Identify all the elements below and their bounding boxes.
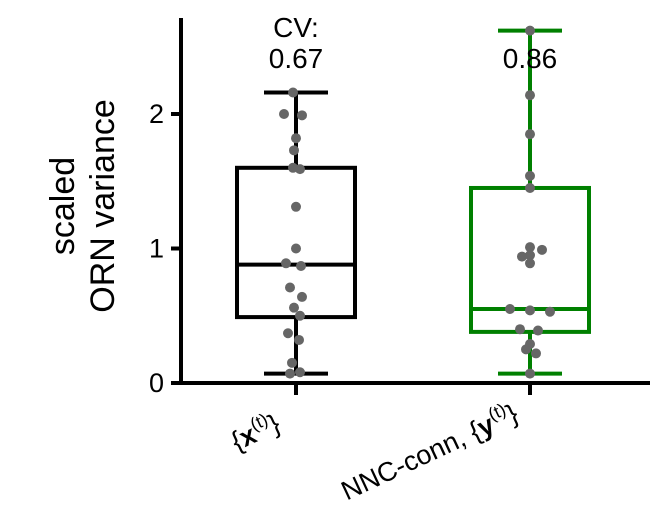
data-point-0-13 — [289, 302, 299, 313]
data-point-0-6 — [295, 164, 305, 175]
cv-value-1: 0.86 — [503, 43, 558, 74]
data-point-0-9 — [281, 258, 291, 269]
data-point-0-19 — [285, 368, 295, 379]
data-point-0-3 — [291, 133, 301, 144]
data-point-0-4 — [289, 145, 299, 156]
data-point-0-17 — [287, 357, 297, 368]
box-0 — [235, 165, 357, 320]
data-point-1-13 — [515, 324, 525, 335]
y-tick-label-1: 1 — [149, 234, 164, 264]
data-point-0-15 — [283, 328, 293, 339]
data-point-0-11 — [285, 282, 295, 293]
data-point-1-10 — [505, 304, 515, 315]
cv-value-0: 0.67 — [269, 43, 324, 74]
data-point-1-14 — [533, 325, 543, 336]
data-point-0-16 — [294, 334, 304, 345]
y-axis-label-line-2: ORN variance — [84, 99, 122, 313]
x-category-label-1: NNC-conn, {y(t)} — [335, 396, 522, 507]
data-point-1-1 — [525, 90, 535, 101]
y-tick-label-0: 0 — [149, 368, 164, 398]
data-point-0-14 — [295, 310, 305, 321]
data-point-1-18 — [525, 368, 535, 379]
data-point-0-1 — [279, 109, 289, 119]
data-point-0-0 — [288, 87, 298, 98]
data-point-1-12 — [545, 306, 555, 317]
data-point-1-3 — [525, 170, 535, 181]
data-point-1-9 — [525, 258, 535, 269]
data-point-0-18 — [295, 367, 305, 378]
data-point-1-11 — [525, 305, 535, 316]
y-axis-label-line-1: scaled — [44, 157, 82, 255]
data-point-0-8 — [291, 243, 301, 254]
data-point-1-7 — [525, 250, 535, 261]
data-point-1-16 — [521, 344, 531, 355]
y-tick-label-2: 2 — [149, 99, 164, 129]
data-point-1-4 — [525, 182, 535, 193]
data-point-1-6 — [537, 244, 547, 255]
data-point-1-5 — [525, 242, 535, 253]
data-point-0-7 — [291, 201, 301, 212]
data-point-1-8 — [517, 251, 527, 262]
data-point-1-17 — [531, 348, 541, 359]
x-category-label-0: {x(t)} — [225, 406, 284, 457]
data-point-0-12 — [297, 291, 307, 302]
data-point-1-2 — [525, 129, 535, 140]
data-point-1-0 — [525, 25, 535, 36]
cv-title: CV: — [273, 12, 319, 43]
data-point-0-10 — [296, 260, 306, 271]
data-point-0-2 — [297, 110, 307, 121]
